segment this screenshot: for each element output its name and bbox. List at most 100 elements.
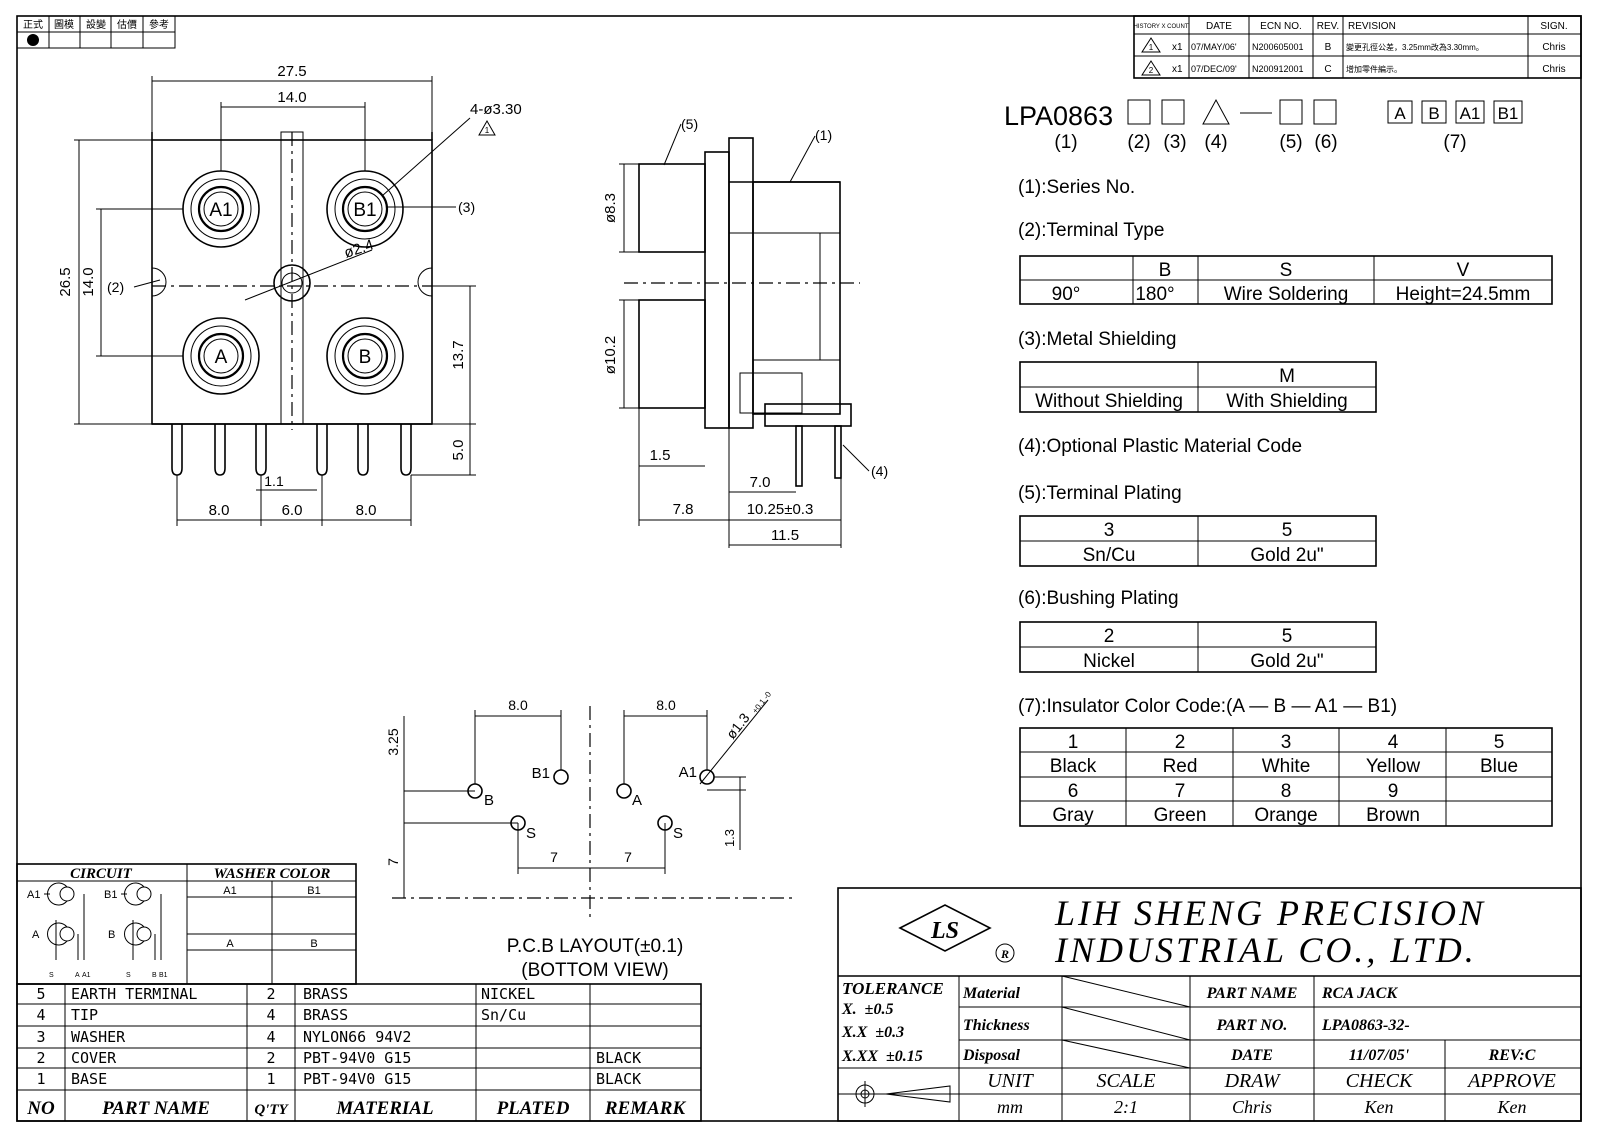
svg-text:A1: A1 (209, 200, 232, 221)
terminal-type-table: B S V 90° 180° Wire Soldering Height=24.… (1019, 255, 1553, 305)
ic-color-5: Blue (1480, 756, 1518, 777)
callout-1: (1) (815, 127, 832, 143)
ic-color-9: Brown (1366, 805, 1420, 826)
rev-triangle-1 (1141, 37, 1161, 53)
svg-text:LS: LS (930, 918, 959, 944)
color-label-a1: A1 (1460, 104, 1481, 123)
color-box-b (1421, 100, 1447, 124)
tolerance-3: X.XX ±0.15 (841, 1048, 923, 1065)
ic-color-8: Orange (1254, 805, 1317, 826)
ic-code-3: 3 (1281, 732, 1292, 753)
pad-label-a: A (632, 792, 642, 809)
tolerance-1: X. ±0.5 (841, 1001, 893, 1018)
pcb-dim-v2: 7 (385, 858, 401, 866)
bom-cell-part-name: COVER (71, 1049, 117, 1067)
approve-label: APPROVE (1466, 1070, 1556, 1092)
check-label: CHECK (1346, 1070, 1414, 1092)
svg-text:B1: B1 (104, 889, 117, 901)
dim-hole-mark: 1 (485, 126, 490, 135)
dim-body-height: 13.7 (450, 340, 467, 369)
stamp-1: 正式 (23, 18, 43, 31)
bom-h-qty: Q'TY (254, 1102, 289, 1118)
svg-text:A1: A1 (82, 972, 91, 979)
front-view: A1 B1 A B 27.5 (57, 63, 522, 526)
company-logo: LS R (898, 904, 1015, 963)
bom-cell-material: PBT-94V0 G15 (303, 1049, 411, 1067)
title-stamp: 正式 圖模 設變 估價 參考 (16, 15, 176, 49)
stamp-2: 圖模 (54, 19, 74, 31)
callout-5: (5) (681, 116, 698, 132)
bom-cell-no: 4 (36, 1006, 45, 1024)
date-value: 11/07/05' (1349, 1047, 1410, 1064)
tp-v-0: Sn/Cu (1083, 545, 1136, 566)
rev-h-count: HISTORY X COUNT (1133, 24, 1188, 30)
tt-v-0: 90° (1052, 284, 1081, 305)
jack-a1: A1 (182, 170, 260, 248)
color-box-a (1387, 100, 1413, 124)
rev-text-2: 增加零件編示。 (1346, 64, 1402, 74)
tt-h-1: B (1159, 260, 1172, 281)
part-code-prefix: LPA0863 (1004, 101, 1113, 131)
rev-text-1: 變更孔徑公差，3.25mm改為3.30mm。 (1346, 42, 1484, 52)
svg-text:B1: B1 (159, 972, 168, 979)
spec-metal-shielding-title: (3):Metal Shielding (1018, 329, 1176, 350)
check-value: Ken (1364, 1097, 1394, 1117)
bom-cell-plated: NICKEL (481, 985, 535, 1003)
jack-b1: B1 (326, 170, 404, 248)
dim-c5: 11.5 (771, 527, 799, 544)
pcb-layout: 3.25 7 8.0 8.0 B1 B S A A1 S 7 7 ø1.3 +0… (385, 689, 795, 981)
spec-insulator-color-title: (7):Insulator Color Code:(A — B — A1 — B… (1018, 696, 1397, 717)
pad-label-s-left: S (526, 825, 536, 842)
ic-color-6: Gray (1052, 805, 1094, 826)
pad-a (616, 783, 632, 799)
washer-row-b: B (310, 938, 317, 950)
tt-v-3: Height=24.5mm (1396, 284, 1531, 305)
rev-h-ecn: ECN NO. (1260, 21, 1302, 32)
code-box-3 (1161, 99, 1185, 125)
callout-3: (3) (458, 199, 475, 215)
code-num-1: (1) (1054, 132, 1077, 153)
bp-v-0: Nickel (1083, 651, 1135, 672)
disposal-label: Disposal (962, 1047, 1020, 1064)
bom-cell-part-name: EARTH TERMINAL (71, 985, 197, 1003)
company-line-1: LIH SHENG PRECISION (1054, 893, 1486, 933)
svg-text:B: B (152, 972, 157, 979)
stamp-4: 估價 (117, 18, 137, 31)
ic-code-8: 8 (1281, 781, 1292, 802)
bushing-plating-table: 2 5 Nickel Gold 2u" (1019, 621, 1377, 673)
bom-cell-qty: 4 (266, 1006, 275, 1024)
rev-count-2: x1 (1172, 64, 1183, 75)
washer-row-a: A (226, 938, 234, 950)
dim-c3: 7.8 (673, 501, 694, 518)
dim-center-hole: ø2.4 (342, 236, 376, 261)
color-label-b: B (1428, 104, 1439, 123)
stamp-3: 設變 (86, 18, 106, 31)
revision-table: HISTORY X COUNT DATE ECN NO. REV. REVISI… (1133, 15, 1582, 79)
spec-series: (1):Series No. (1018, 177, 1135, 198)
rev-h-sign: SIGN. (1540, 21, 1567, 32)
svg-text:A: A (32, 929, 40, 941)
pad-label-b1: B1 (532, 765, 550, 782)
svg-text:B: B (359, 347, 372, 368)
bom-cell-remark: BLACK (596, 1049, 641, 1067)
dim-c4: 10.25±0.3 (747, 501, 814, 518)
title-block: LS R LIH SHENG PRECISION INDUSTRIAL CO.,… (837, 887, 1582, 1122)
part-name-value: RCA JACK (1321, 985, 1398, 1002)
dim-height: 26.5 (57, 267, 74, 296)
bom-cell-part-name: WASHER (71, 1028, 126, 1046)
ic-code-9: 9 (1388, 781, 1399, 802)
dim-d2: ø10.2 (602, 336, 619, 374)
dim-pin-a: 8.0 (209, 502, 230, 519)
projection-symbol-icon (852, 1081, 956, 1107)
svg-text:A: A (215, 347, 228, 368)
code-box-6 (1313, 99, 1337, 125)
pcb-dim-hole: ø1.3 (723, 710, 753, 742)
bom-cell-material: BRASS (303, 1006, 348, 1024)
bom-cell-qty: 4 (266, 1028, 275, 1046)
ms-h-1: M (1279, 366, 1295, 387)
part-code: LPA0863 A B A1 B1 (1) (2) (3) (4) (5) (6… (1004, 98, 1523, 153)
dim-pin-length: 5.0 (450, 440, 467, 461)
ic-code-4: 4 (1388, 732, 1399, 753)
code-num-3: (3) (1163, 132, 1186, 153)
